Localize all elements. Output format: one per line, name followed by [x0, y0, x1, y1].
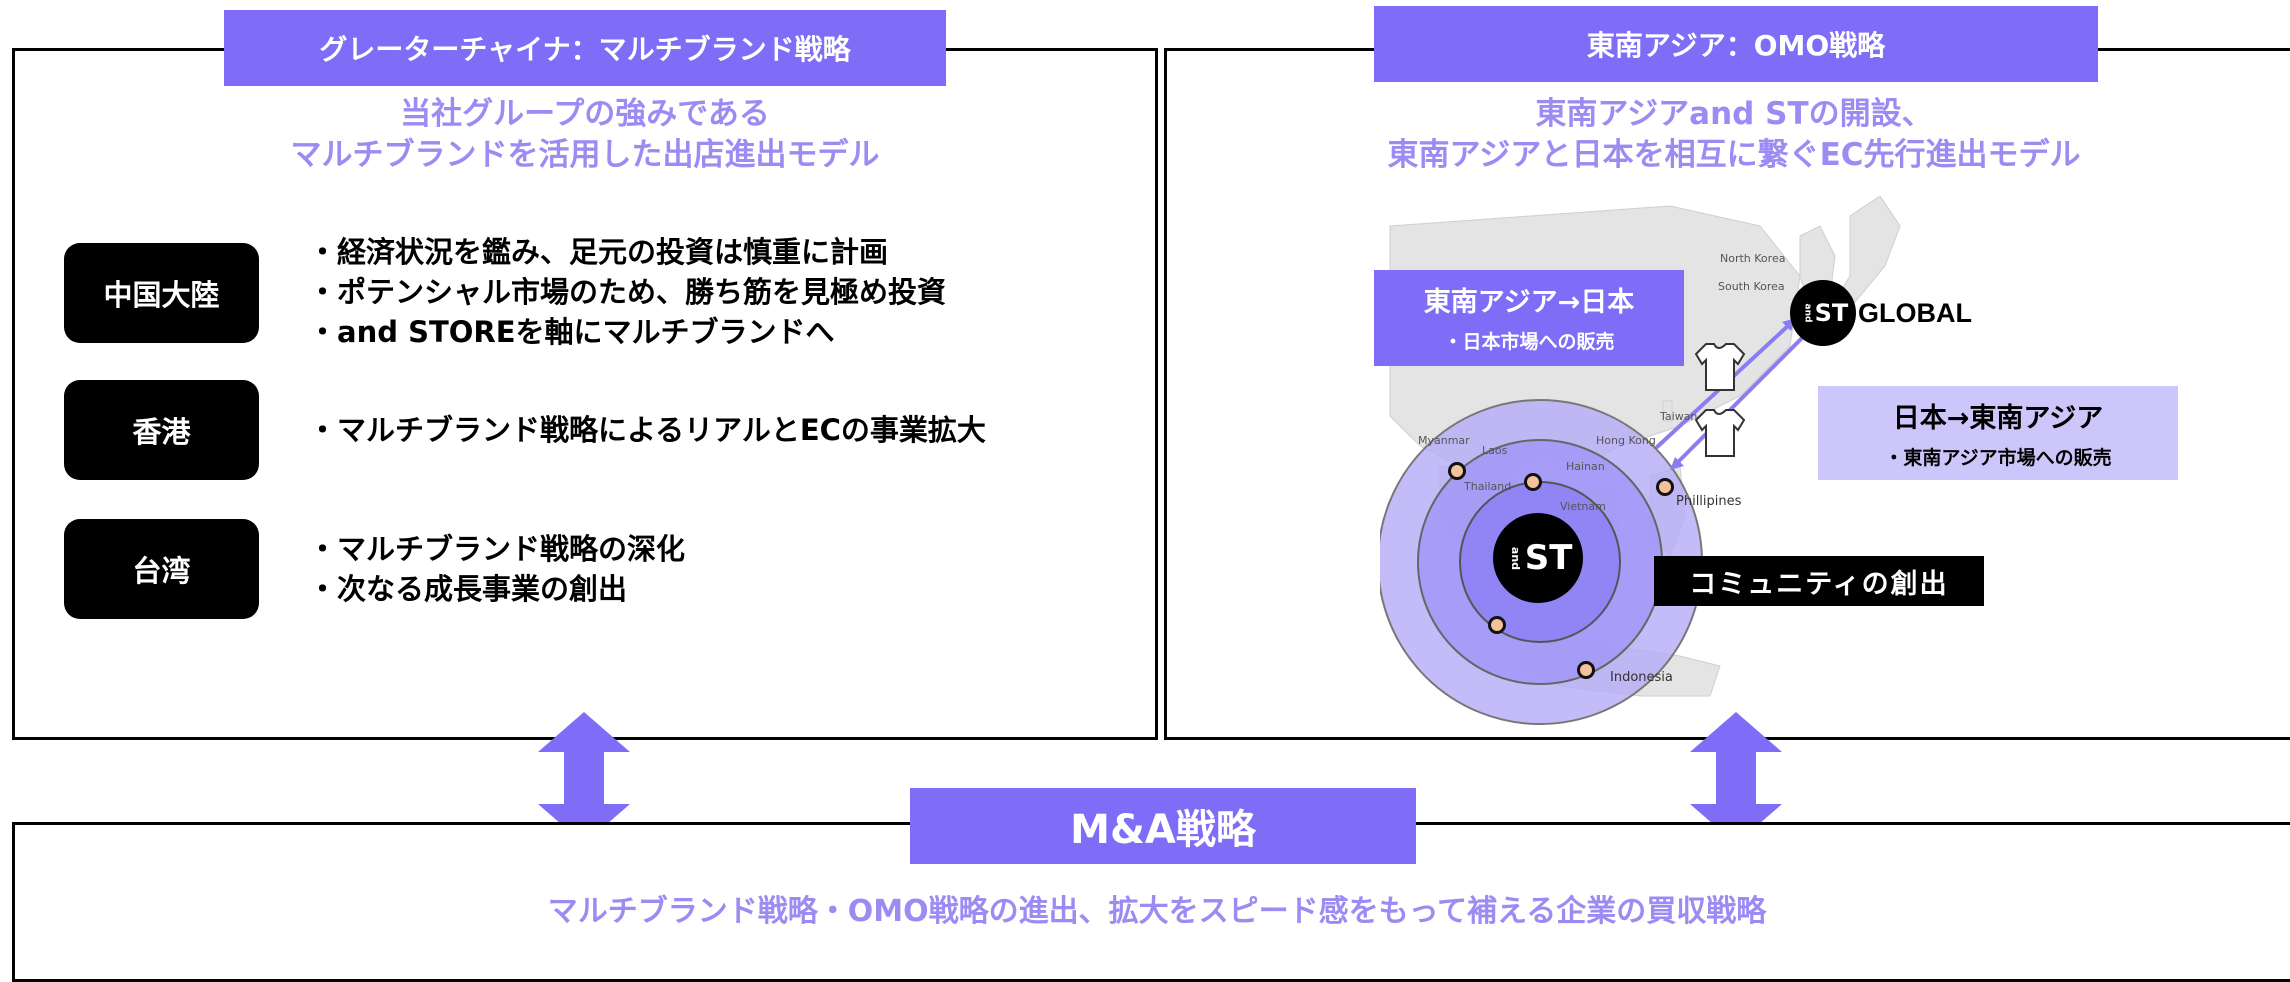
- bullet: ・経済状況を鑑み、足元の投資は慎重に計画: [308, 235, 889, 269]
- map-label-hainan: Hainan: [1566, 460, 1605, 473]
- bullet: ・マルチブランド戦略によるリアルとECの事業拡大: [308, 413, 986, 447]
- map-label-indonesia: Indonesia: [1610, 670, 1673, 685]
- st-mark: ST: [1524, 538, 1573, 578]
- bullet: ・次なる成長事業の創出: [308, 572, 628, 606]
- double-arrow-left: [538, 712, 630, 844]
- taiwan-landmass: [1662, 400, 1673, 422]
- map-label-taiwan: Taiwan: [1660, 410, 1698, 423]
- hong-kong-bullets: ・マルチブランド戦略によるリアルとECの事業拡大: [308, 410, 986, 450]
- double-arrow-right: [1690, 712, 1782, 844]
- map-label-myanmar: Myanmar: [1418, 434, 1470, 447]
- japan-to-sea-title: 日本→東南アジア: [1892, 403, 2104, 434]
- community-label: コミュニティの創出: [1654, 556, 1984, 606]
- location-dot: [1524, 473, 1542, 491]
- map-label-hong-kong: Hong Kong: [1596, 434, 1656, 447]
- global-word: GLOBAL: [1858, 297, 1972, 328]
- region-taiwan: 台湾: [64, 519, 259, 619]
- map-label-laos: Laos: [1482, 444, 1508, 457]
- bullet: ・ポテンシャル市場のため、勝ち筋を見極め投資: [308, 275, 947, 309]
- bullet: ・マルチブランド戦略の深化: [308, 532, 686, 566]
- greater-china-subtitle-2: マルチブランドを活用した出店進出モデル: [290, 137, 880, 173]
- tshirt-icon: [1694, 409, 1746, 457]
- st-mark: ST: [1814, 299, 1849, 327]
- southeast-asia-subtitle-1: 東南アジアand STの開設、: [1535, 96, 1933, 132]
- ma-subtitle: マルチブランド戦略・OMO戦略の進出、拡大をスピード感をもって補える企業の買収戦…: [547, 894, 1767, 929]
- greater-china-title: グレーターチャイナ：マルチブランド戦略: [224, 10, 946, 86]
- location-dot: [1577, 661, 1595, 679]
- and-small-text: and: [1802, 303, 1813, 323]
- map-label-vietnam: Vietnam: [1560, 500, 1606, 513]
- location-dot: [1448, 462, 1466, 480]
- greater-china-subtitle-1: 当社グループの強みである: [400, 96, 770, 132]
- location-dot: [1656, 478, 1674, 496]
- japan-to-sea-detail: ・東南アジア市場への販売: [1884, 447, 2112, 469]
- and-st-global-logo: and ST GLOBAL: [1790, 280, 1972, 346]
- global-logo-badge: and ST: [1790, 280, 1856, 346]
- map-label-philippines: Phillipines: [1676, 494, 1742, 509]
- region-mainland-china: 中国大陸: [64, 243, 259, 343]
- location-dot: [1488, 616, 1506, 634]
- bullet: ・and STOREを軸にマルチブランドへ: [308, 315, 835, 349]
- tshirt-icon: [1694, 343, 1746, 391]
- arrow-head: [1670, 457, 1684, 470]
- region-hong-kong: 香港: [64, 380, 259, 480]
- and-st-center-logo: and ST: [1493, 513, 1583, 603]
- southeast-asia-title: 東南アジア：OMO戦略: [1374, 6, 2098, 82]
- southeast-asia-subtitle-2: 東南アジアと日本を相互に繋ぐEC先行進出モデル: [1387, 137, 2081, 173]
- taiwan-bullets: ・マルチブランド戦略の深化 ・次なる成長事業の創出: [308, 529, 685, 609]
- sea-to-japan-detail: ・日本市場への販売: [1443, 331, 1615, 353]
- mainland-china-bullets: ・経済状況を鑑み、足元の投資は慎重に計画 ・ポテンシャル市場のため、勝ち筋を見極…: [308, 232, 946, 352]
- arrow-japan-to-sea: [1674, 330, 1810, 466]
- map-label-north-korea: North Korea: [1720, 252, 1786, 265]
- and-small-text: and: [1508, 546, 1522, 570]
- map-label-thailand: Thailand: [1464, 480, 1512, 493]
- sea-to-japan-box: 東南アジア→日本 ・日本市場への販売: [1374, 270, 1684, 366]
- map-label-south-korea: South Korea: [1718, 280, 1785, 293]
- sea-to-japan-title: 東南アジア→日本: [1423, 287, 1635, 318]
- japan-to-sea-box: 日本→東南アジア ・東南アジア市場への販売: [1818, 386, 2178, 480]
- ma-title: M&A戦略: [910, 788, 1416, 864]
